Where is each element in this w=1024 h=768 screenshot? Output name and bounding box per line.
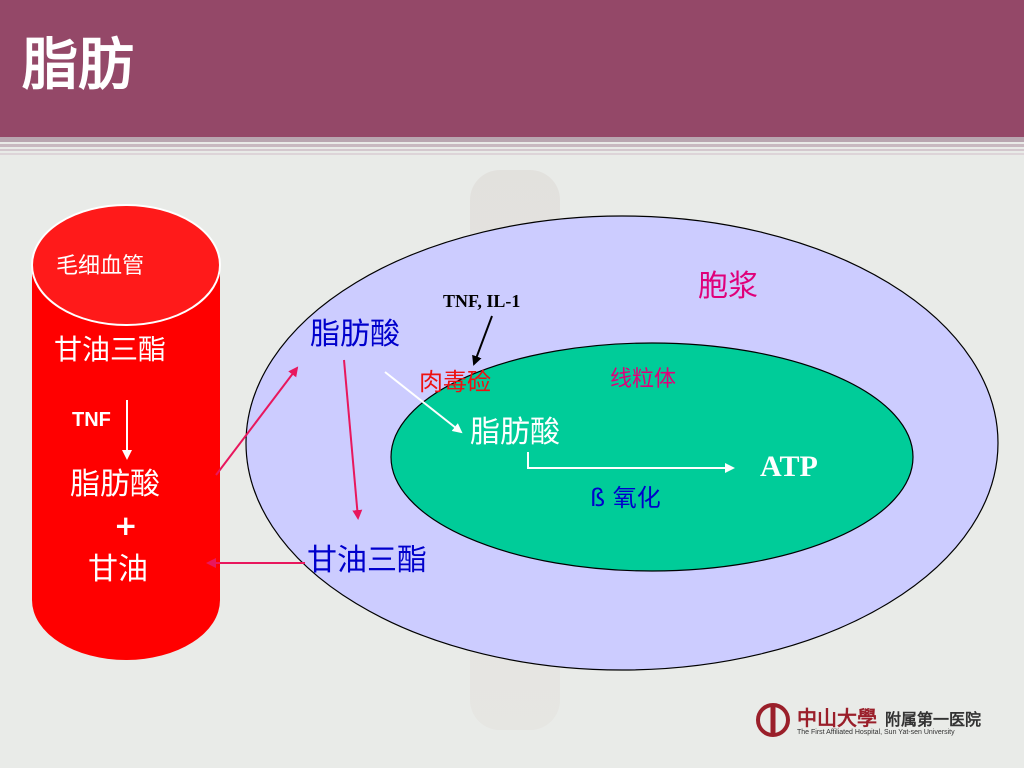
arrow-fatty-acid-to-tg (343, 359, 363, 520)
mitochondria-fatty-acid: 脂肪酸 (470, 415, 560, 450)
slide-title: 脂肪 (22, 33, 134, 98)
logo-university-name: 中山大學 (797, 706, 877, 730)
university-logo: 中山大學 附属第一医院 The First Affiliated Hospita… (755, 700, 995, 744)
mitochondria-label: 线粒体 (610, 367, 677, 392)
arrow-fatty-acid-transport (384, 371, 463, 434)
logo-english-name: The First Affiliated Hospital, Sun Yat-s… (797, 729, 955, 736)
cytoplasm-label: 胞浆 (698, 269, 758, 304)
header-stripes (0, 137, 1024, 161)
cytoplasm-fatty-acid: 脂肪酸 (310, 317, 400, 352)
slide-header (0, 0, 1024, 137)
atp-label: ATP (760, 450, 818, 483)
hospital-emblem-icon (756, 703, 790, 737)
capillary-triglyceride: 甘油三酯 (54, 333, 167, 366)
capillary-cylinder (31, 204, 221, 660)
cytoplasm-triglyceride: 甘油三酯 (307, 543, 427, 578)
logo-hospital-name: 附属第一医院 (885, 710, 982, 729)
capillary-glycerol: 甘油 (88, 552, 148, 587)
cytoplasm-tnf-il: TNF, IL-1 (443, 291, 521, 311)
arrow-tnf-il-inhibit (472, 315, 493, 366)
capillary-label: 毛细血管 (56, 254, 145, 279)
mitochondria-ellipse (390, 342, 914, 572)
capillary-tnf: TNF (72, 409, 111, 431)
capillary-fatty-acid: 脂肪酸 (70, 467, 160, 502)
beta-oxidation-label: ß 氧化 (590, 484, 661, 512)
arrow-beta-oxidation (527, 452, 735, 473)
carnitine-label: 肉毒硷 (419, 368, 491, 396)
arrow-release-fatty-acid (215, 366, 299, 476)
capillary-plus: + (114, 509, 138, 542)
